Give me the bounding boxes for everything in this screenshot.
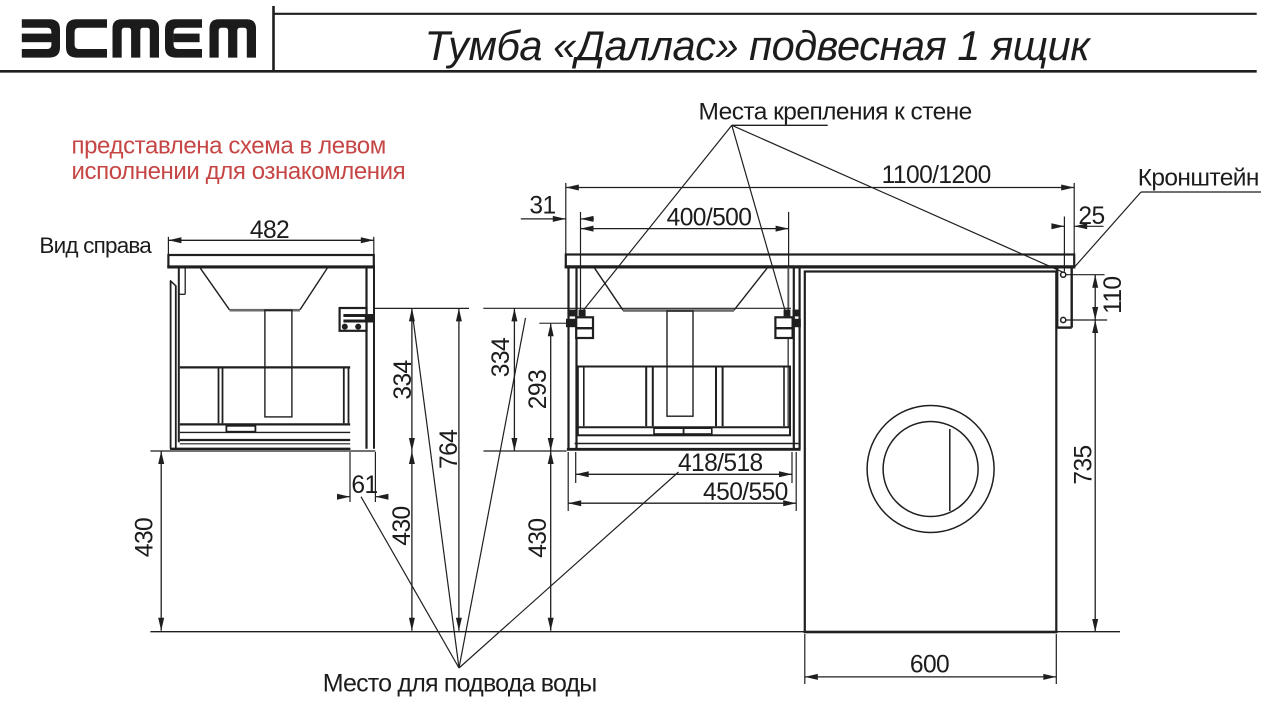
svg-text:110: 110 [1100,276,1127,313]
svg-text:735: 735 [1071,445,1098,484]
svg-text:430: 430 [525,519,552,558]
svg-text:334: 334 [390,360,417,399]
svg-text:293: 293 [525,370,552,409]
svg-text:482: 482 [250,217,289,244]
svg-text:представлена схема в левом: представлена схема в левом [72,132,386,159]
svg-text:Вид справа: Вид справа [39,233,152,258]
svg-text:764: 764 [436,430,463,469]
svg-text:334: 334 [488,338,515,377]
svg-text:418/518: 418/518 [678,450,763,477]
svg-text:Кронштейн: Кронштейн [1138,165,1259,192]
svg-text:450/550: 450/550 [703,479,788,506]
svg-text:600: 600 [910,652,949,679]
svg-text:25: 25 [1078,203,1104,230]
svg-text:Место для подвода воды: Место для подвода воды [323,670,597,698]
svg-text:430: 430 [131,518,158,557]
svg-text:61: 61 [351,472,377,499]
svg-text:31: 31 [529,192,555,219]
svg-text:Тумба «Даллас» подвесная 1 ящи: Тумба «Даллас» подвесная 1 ящик [425,22,1092,69]
svg-text:Места крепления к стене: Места крепления к стене [699,98,972,125]
svg-text:400/500: 400/500 [667,204,752,231]
svg-text:исполнении для ознакомления: исполнении для ознакомления [72,158,406,185]
svg-text:1100/1200: 1100/1200 [882,162,991,189]
svg-text:430: 430 [389,506,416,545]
